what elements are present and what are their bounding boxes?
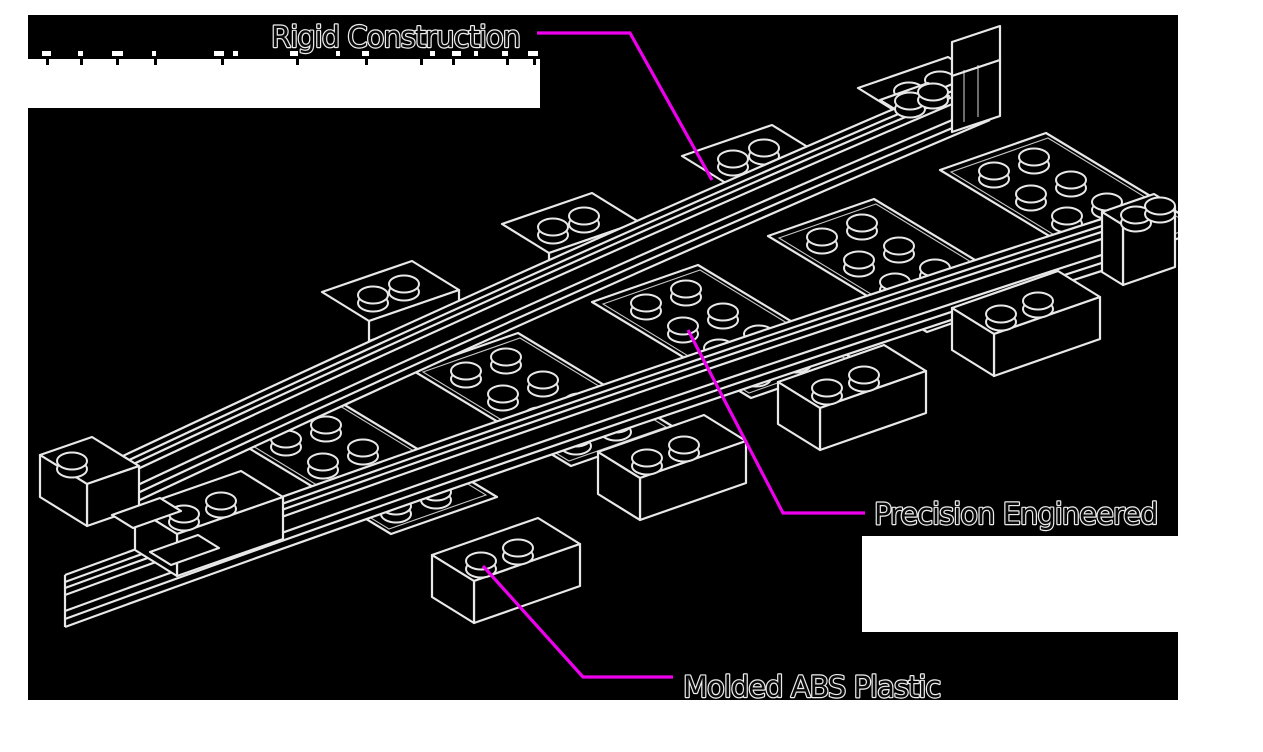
stud-icon bbox=[1022, 291, 1054, 319]
stud-icon bbox=[843, 250, 875, 278]
stud-icon bbox=[537, 217, 569, 245]
stud-icon bbox=[1018, 147, 1050, 175]
lower-right-end-block bbox=[1100, 192, 1177, 287]
base-plate bbox=[430, 516, 582, 625]
stud-icon bbox=[1055, 170, 1087, 198]
upper-rail bbox=[108, 66, 992, 515]
stud-icon bbox=[883, 236, 915, 264]
stud-icon bbox=[630, 293, 662, 321]
callout-line-precision-engineered bbox=[686, 329, 865, 515]
callout-label-rigid-construction: Rigid Construction bbox=[271, 20, 520, 54]
stud-icon bbox=[1015, 184, 1047, 212]
stud-icon bbox=[310, 415, 342, 443]
callout-label-molded-abs-plastic: Molded ABS Plastic bbox=[683, 670, 940, 704]
blank-panel-top-left bbox=[28, 59, 540, 108]
stud-icon bbox=[717, 149, 749, 177]
stud-icon bbox=[527, 370, 559, 398]
text-remnant-ticks bbox=[46, 59, 536, 65]
stud-icon bbox=[205, 491, 237, 519]
stud-icon bbox=[450, 361, 482, 389]
stud-icon bbox=[631, 448, 663, 476]
stud-icon bbox=[978, 161, 1010, 189]
stud-icon bbox=[56, 451, 88, 479]
stud-icon bbox=[846, 213, 878, 241]
stud-icon bbox=[357, 285, 389, 313]
stud-icon bbox=[668, 435, 700, 463]
stud-icon bbox=[848, 365, 880, 393]
stud-icon bbox=[347, 438, 379, 466]
stud-icon bbox=[917, 82, 949, 110]
stud-icon bbox=[707, 302, 739, 330]
stud-icon bbox=[568, 206, 600, 234]
stud-icon bbox=[490, 347, 522, 375]
outer-plate bbox=[320, 259, 461, 343]
stud-icon bbox=[388, 274, 420, 302]
left-end-block bbox=[38, 435, 221, 567]
stud-icon bbox=[502, 538, 534, 566]
callout-line-rigid-construction bbox=[537, 31, 714, 181]
stud-icon bbox=[487, 384, 519, 412]
base-plate bbox=[776, 343, 928, 452]
stud-icon bbox=[307, 452, 339, 480]
stud-icon bbox=[1144, 196, 1176, 224]
track-drawing: Rigid Construction Precision Engineered … bbox=[28, 19, 1178, 704]
base-plate bbox=[596, 413, 748, 522]
upper-right-end-post bbox=[878, 24, 1002, 134]
callout-label-precision-engineered: Precision Engineered bbox=[874, 497, 1157, 531]
blank-panel-right bbox=[862, 536, 1178, 632]
stud-icon bbox=[811, 378, 843, 406]
stud-icon bbox=[806, 227, 838, 255]
text-remnant-artifacts bbox=[42, 51, 538, 56]
base-plate bbox=[950, 269, 1102, 378]
stud-icon bbox=[670, 279, 702, 307]
stud-icon bbox=[985, 304, 1017, 332]
callout-line-molded-abs-plastic bbox=[481, 564, 673, 679]
